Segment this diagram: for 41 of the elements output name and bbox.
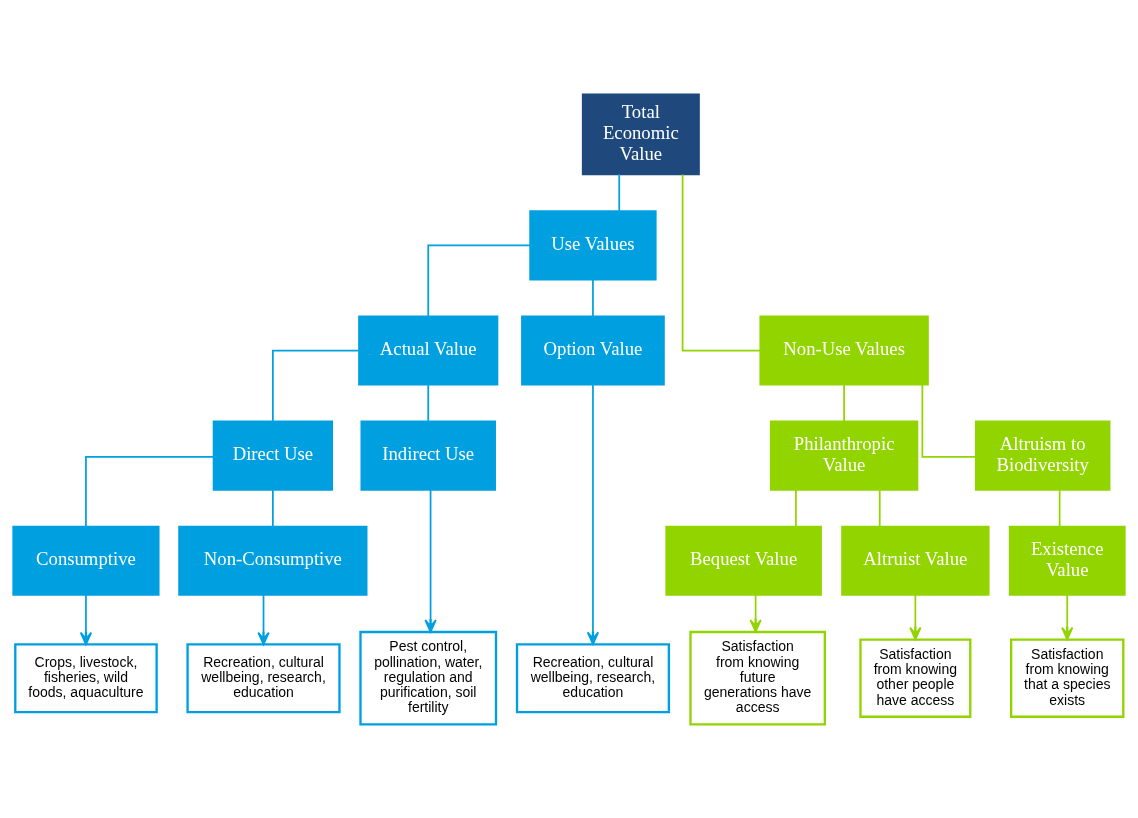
node-box: Total Economic Value (581, 93, 700, 175)
node-box: Satisfaction from knowing that a species exists (1010, 637, 1125, 718)
node-box: Satisfaction from knowing future generations have access (689, 630, 826, 725)
arrow (909, 593, 922, 640)
arrow (586, 383, 600, 645)
node-box: Indirect Use (360, 420, 496, 491)
node-box: Satisfaction from knowing other people have access (859, 637, 972, 718)
arrow (1061, 593, 1074, 640)
node-box: Recreation, cultural wellbeing, research, education (186, 642, 341, 713)
node-box: Use Values (529, 209, 657, 280)
connector (85, 455, 215, 528)
node-box: Non-Consumptive (178, 525, 368, 596)
node-box: Altruist Value (841, 525, 990, 596)
connector (843, 383, 845, 422)
connector (427, 244, 532, 317)
arrow (79, 593, 93, 645)
arrow (424, 488, 437, 633)
connector (681, 173, 762, 351)
connector (878, 488, 881, 527)
arrow (749, 593, 762, 632)
connector (427, 383, 430, 422)
connector (272, 488, 274, 527)
node-box: Philanthropic Value (769, 420, 919, 491)
connector (795, 488, 797, 527)
connector (921, 383, 977, 458)
connector (618, 172, 621, 212)
node-box: Direct Use (212, 420, 334, 491)
node-box: Pest control, pollination, water, regulation and purification, soil fertility (359, 630, 498, 725)
node-box: Crops, livestock, fisheries, wild foods, aquaculture (14, 642, 158, 713)
node-box: Recreation, cultural wellbeing, research, education (515, 642, 671, 713)
connector (1058, 488, 1061, 527)
node-box: Actual Value (358, 314, 499, 386)
node-box: Existence Value (1008, 525, 1126, 596)
node-box: Option Value (521, 314, 665, 386)
connector (272, 349, 361, 422)
connector (592, 278, 594, 317)
node-box: Non-Use Values (759, 314, 929, 386)
node-box: Altruism to Biodiversity (974, 420, 1111, 491)
node-box: Bequest Value (665, 525, 822, 596)
arrow (257, 593, 270, 645)
node-box: Consumptive (12, 525, 160, 596)
